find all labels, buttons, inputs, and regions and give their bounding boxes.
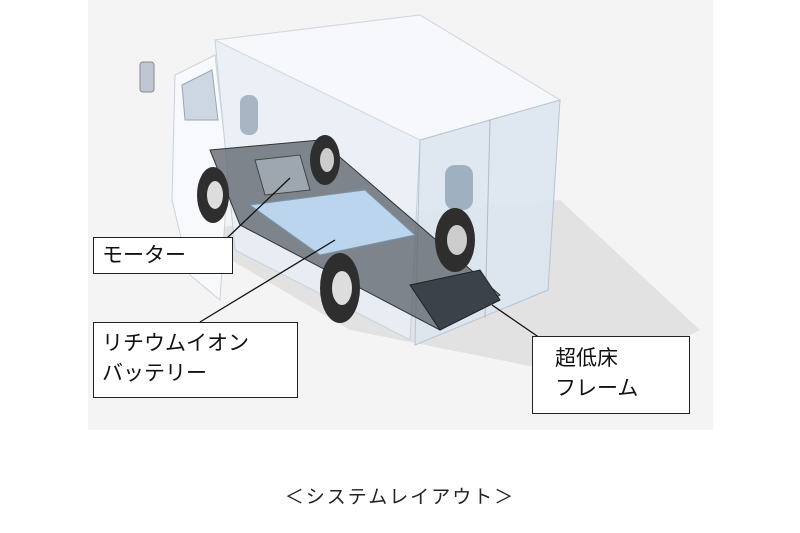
frame-label: 超低床 フレーム (532, 336, 690, 414)
side-mirror (139, 61, 155, 93)
motor-label-text: モーター (102, 243, 186, 267)
battery-label-line1: リチウムイオン (102, 331, 249, 355)
rear-window (445, 165, 473, 210)
cab-window (181, 69, 219, 121)
battery-pack (248, 189, 417, 256)
frame-leader-line (491, 304, 541, 339)
frame-label-line2: フレーム (555, 376, 639, 400)
motor-leader-line (224, 177, 291, 241)
rear-frame-step (409, 269, 501, 331)
motor-unit (254, 154, 311, 196)
battery-leader-line (199, 239, 336, 323)
wheels (197, 135, 475, 323)
motor-label: モーター (93, 237, 233, 274)
battery-label: リチウムイオン バッテリー (93, 322, 298, 398)
side-window (240, 95, 258, 135)
battery-label-line2: バッテリー (102, 361, 207, 385)
figure-caption: ＜システムレイアウト＞ (284, 486, 516, 508)
frame-label-line1: 超低床 (555, 346, 618, 370)
